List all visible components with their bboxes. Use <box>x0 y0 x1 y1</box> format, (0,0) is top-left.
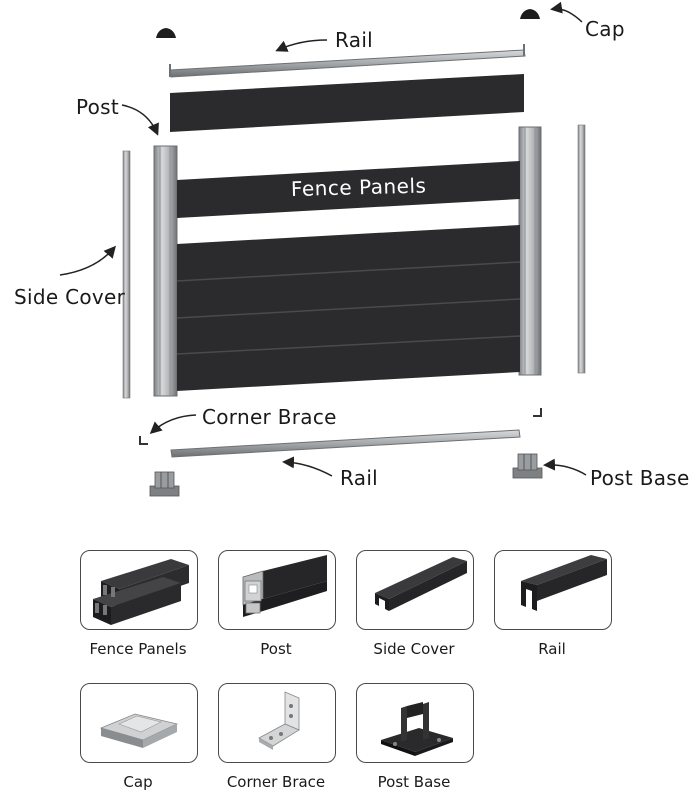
arrow-cap <box>550 1 583 23</box>
labeled-fence-panel <box>177 161 520 218</box>
cap-left <box>156 28 176 38</box>
part-label-rail: Rail <box>538 640 566 658</box>
post-base-icon <box>381 702 453 756</box>
label-rail-bottom: Rail <box>340 466 379 490</box>
fence-exploded-diagram: Rail Cap Post Fence Panels Side Cover Co… <box>14 1 690 497</box>
post-base-left <box>149 471 180 497</box>
diagram-drawing <box>59 1 587 497</box>
part-label-cap: Cap <box>123 773 153 791</box>
fence-panel-icon <box>93 559 189 625</box>
corner-brace-left <box>139 436 148 445</box>
arrow-post-base <box>543 458 587 476</box>
right-side-cover <box>577 124 586 374</box>
part-card-post-base <box>356 683 474 763</box>
part-card-cap <box>80 683 198 763</box>
arrow-side-cover <box>59 245 116 276</box>
post-profile-icon <box>242 555 327 617</box>
post-base-right <box>512 453 543 479</box>
part-label-post: Post <box>260 640 292 658</box>
arrow-rail-bottom <box>282 456 333 477</box>
part-label-side-cover: Side Cover <box>373 640 455 658</box>
corner-brace-icon <box>258 691 300 750</box>
side-cover-icon <box>375 557 467 611</box>
label-post: Post <box>76 95 120 119</box>
part-card-fence-panels <box>80 550 198 630</box>
part-card-corner-brace <box>218 683 336 763</box>
part-card-side-cover <box>356 550 474 630</box>
part-label-post-base: Post Base <box>377 773 451 791</box>
bottom-rail <box>170 429 521 458</box>
rail-icon <box>521 555 607 611</box>
label-fence-panels: Fence Panels <box>290 173 427 201</box>
label-cap: Cap <box>585 17 625 41</box>
top-rail <box>169 49 526 78</box>
arrow-rail-top <box>275 39 328 52</box>
label-side-cover: Side Cover <box>14 285 126 309</box>
corner-brace-right <box>533 408 542 417</box>
label-corner-brace: Corner Brace <box>202 405 337 429</box>
label-rail-top: Rail <box>335 28 374 52</box>
right-post <box>518 126 542 376</box>
label-post-base: Post Base <box>590 466 690 490</box>
part-label-fence-panels: Fence Panels <box>89 640 187 658</box>
cap-icon <box>99 713 179 748</box>
part-label-corner-brace: Corner Brace <box>226 773 326 791</box>
top-board <box>170 74 524 132</box>
left-post <box>153 145 178 397</box>
arrow-corner-brace <box>149 414 197 434</box>
left-side-cover <box>122 150 131 399</box>
arrow-post <box>121 104 159 136</box>
part-card-rail <box>494 550 612 630</box>
part-card-post <box>218 550 336 630</box>
cap-right <box>520 9 540 19</box>
